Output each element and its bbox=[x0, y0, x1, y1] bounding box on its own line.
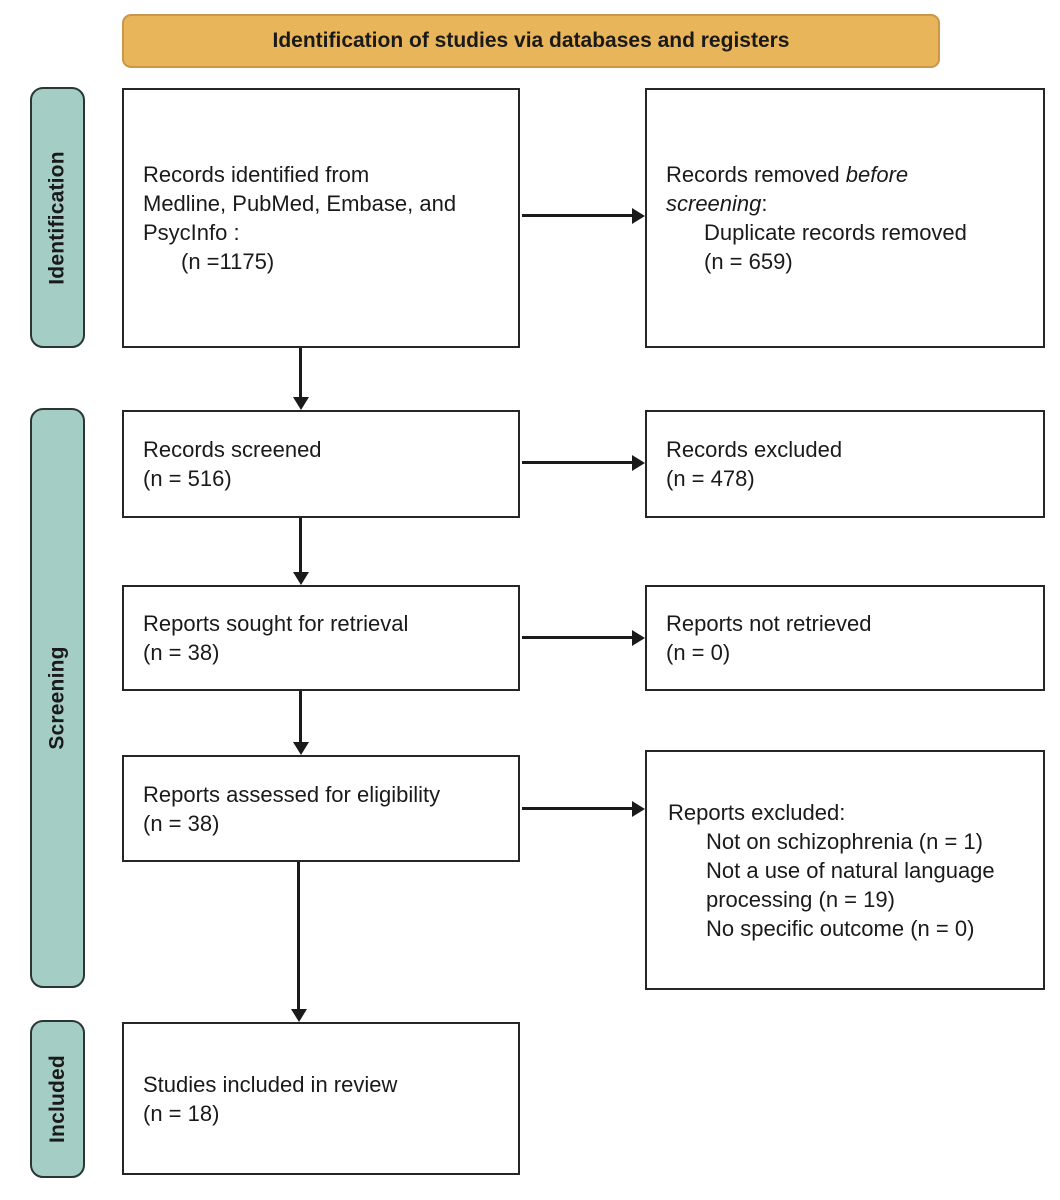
box-text-line: PsycInfo : bbox=[143, 220, 240, 245]
arrow-screened-to-sought bbox=[292, 518, 309, 585]
box-text-line: screening: bbox=[666, 191, 768, 216]
arrow-sought-to-assessed bbox=[292, 691, 309, 755]
box-reports-sought-for-retrieval: Reports sought for retrieval (n = 38) bbox=[122, 585, 520, 691]
box-reports-excluded: Reports excluded: Not on schizophrenia (n… bbox=[645, 750, 1045, 990]
box-text-line: processing (n = 19) bbox=[706, 886, 895, 912]
stage-label-included: Included bbox=[45, 1055, 69, 1143]
stage-bar-screening: Screening bbox=[30, 408, 85, 988]
box-reports-not-retrieved: Reports not retrieved (n = 0) bbox=[645, 585, 1045, 691]
banner-title: Identification of studies via databases … bbox=[272, 29, 790, 52]
arrow-identified-to-removed bbox=[522, 207, 645, 224]
box-text-line: Reports not retrieved bbox=[666, 611, 872, 636]
box-text-line: Reports sought for retrieval bbox=[143, 611, 409, 636]
stage-bar-identification: Identification bbox=[30, 87, 85, 348]
box-text-line: Records removed before bbox=[666, 162, 909, 187]
box-text-line: (n = 516) bbox=[143, 466, 232, 491]
box-text-line: Medline, PubMed, Embase, and bbox=[143, 191, 457, 216]
box-text-line: No specific outcome (n = 0) bbox=[706, 915, 975, 941]
box-text-line: (n = 478) bbox=[666, 466, 755, 491]
stage-label-identification: Identification bbox=[45, 150, 69, 285]
box-text-line: (n =1175) bbox=[181, 249, 275, 274]
box-text-line: Reports assessed for eligibility bbox=[143, 781, 441, 807]
arrow-assessed-to-included bbox=[290, 862, 307, 1022]
stage-bar-included: Included bbox=[30, 1020, 85, 1178]
box-reports-assessed-for-eligibility: Reports assessed for eligibility (n = 38) bbox=[122, 755, 520, 862]
banner-identification-via-databases: Identification of studies via databases … bbox=[122, 14, 940, 68]
box-text-line: (n = 38) bbox=[143, 640, 220, 665]
box-text-line: Not on schizophrenia (n = 1) bbox=[706, 828, 983, 854]
box-text-line: (n = 38) bbox=[143, 810, 220, 836]
box-text-line: (n = 18) bbox=[143, 1100, 220, 1126]
box-text-line: Records excluded bbox=[666, 437, 843, 462]
box-records-excluded: Records excluded (n = 478) bbox=[645, 410, 1045, 518]
arrow-screened-to-excluded bbox=[522, 454, 645, 471]
stage-label-screening: Screening bbox=[45, 646, 69, 750]
box-text-line: Not a use of natural language bbox=[706, 857, 995, 883]
box-text-line: (n = 659) bbox=[704, 249, 793, 274]
arrow-assessed-to-excluded bbox=[522, 800, 645, 817]
box-text-line: (n = 0) bbox=[666, 640, 731, 665]
box-text-line: Studies included in review bbox=[143, 1071, 398, 1097]
box-text-line: Records identified from bbox=[143, 162, 370, 187]
box-studies-included-in-review: Studies included in review (n = 18) bbox=[122, 1022, 520, 1175]
arrow-identified-to-screened bbox=[292, 348, 309, 410]
box-text-line: Reports excluded: bbox=[668, 799, 846, 825]
box-text-line: Duplicate records removed bbox=[704, 220, 967, 245]
arrow-sought-to-not-retrieved bbox=[522, 629, 645, 646]
box-text-line: Records screened bbox=[143, 437, 322, 462]
box-records-screened: Records screened (n = 516) bbox=[122, 410, 520, 518]
box-records-removed-before-screening: Records removed before screening: Duplicat… bbox=[645, 88, 1045, 348]
